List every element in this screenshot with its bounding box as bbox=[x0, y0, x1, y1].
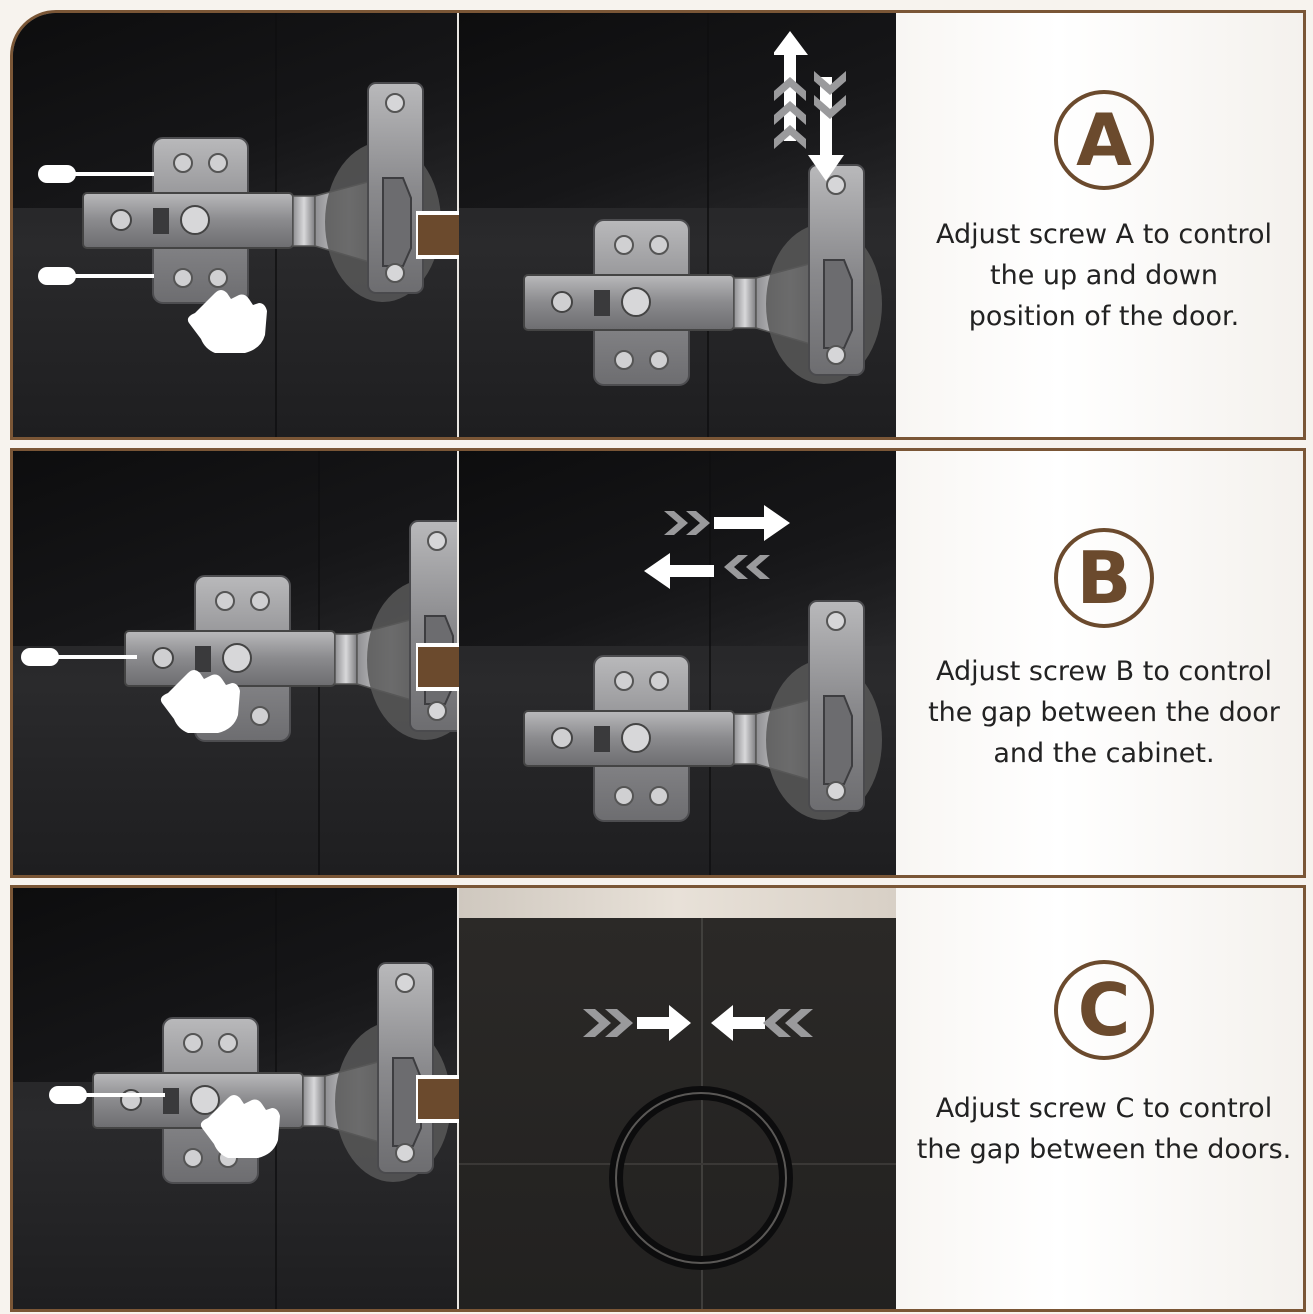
chevron-arrows-icon bbox=[644, 505, 790, 589]
instruction-text: Adjust screw B to control the gap betwee… bbox=[928, 656, 1280, 769]
step-panel-c: C Adjust screw C to control the gap betw… bbox=[10, 885, 1306, 1312]
instruction-card-a: A Adjust screw A to control the up and d… bbox=[896, 13, 1303, 437]
instruction-card-b: B Adjust screw B to control the gap betw… bbox=[896, 451, 1303, 875]
step-panel-b: B Adjust screw B to control the gap betw… bbox=[10, 448, 1306, 878]
hand-pointer-icon bbox=[160, 670, 240, 733]
hinge-before-photo bbox=[13, 451, 457, 875]
screwdriver-icon bbox=[21, 648, 137, 666]
instruction-text: Adjust screw A to control the up and dow… bbox=[935, 219, 1272, 332]
screwdriver-icon bbox=[38, 267, 154, 285]
cabinet-handle-ring bbox=[609, 1086, 793, 1270]
hinge-before-photo bbox=[13, 13, 457, 437]
chevron-arrows-icon bbox=[583, 1005, 813, 1041]
step-letter-badge: B bbox=[1054, 528, 1154, 628]
chevron-arrows-icon bbox=[774, 31, 846, 181]
cabinet-doors-photo bbox=[459, 888, 896, 1309]
step-letter-badge: C bbox=[1054, 960, 1154, 1060]
instruction-text: Adjust screw C to control the gap betwee… bbox=[916, 1093, 1292, 1165]
instruction-card-c: C Adjust screw C to control the gap betw… bbox=[896, 888, 1303, 1309]
hinge-illustration bbox=[523, 164, 883, 386]
hinge-after-photo bbox=[459, 13, 896, 437]
step-panel-a: A Adjust screw A to control the up and d… bbox=[10, 10, 1306, 440]
screwdriver-icon bbox=[49, 1086, 165, 1104]
hinge-before-photo bbox=[13, 888, 457, 1309]
hinge-after-photo bbox=[459, 451, 896, 875]
hand-pointer-icon bbox=[200, 1095, 280, 1158]
screwdriver-icon bbox=[38, 165, 154, 183]
hinge-illustration bbox=[523, 600, 883, 822]
hand-pointer-icon bbox=[187, 290, 267, 353]
step-letter-badge: A bbox=[1054, 90, 1154, 190]
